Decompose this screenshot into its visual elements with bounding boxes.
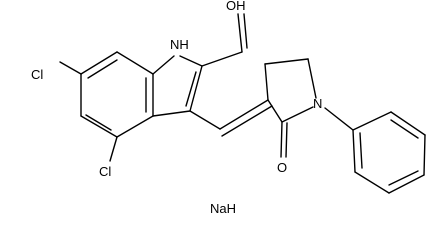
bond [267,99,283,123]
bond [281,106,314,123]
cl-6-label: Cl [31,67,43,82]
oh-label: OH [226,0,246,13]
bonds [59,13,426,194]
bond [87,59,118,79]
bond [237,13,243,53]
atom-labels: Cl Cl NH OH O N NaH [31,0,322,216]
counterion-label: NaH [210,201,236,216]
bond [59,61,82,75]
bond [388,170,419,186]
bond [80,51,118,75]
bond [307,58,317,99]
cl-4-label: Cl [99,164,111,179]
bond [352,129,356,173]
bond [264,58,309,65]
bond [264,63,269,101]
bond [116,51,154,75]
bond [354,171,390,194]
bond [152,55,175,75]
bond [352,111,392,131]
carbonyl-o-label: O [277,160,287,175]
bond [189,110,221,130]
bond [116,115,154,138]
bond [109,136,118,162]
bond [359,132,363,169]
bond [152,110,191,117]
bond [219,99,269,130]
bond [179,55,203,67]
bond [280,121,283,158]
bond [185,71,197,107]
bond [390,119,419,139]
bond [221,105,273,137]
bond [285,122,288,158]
bond [189,65,203,112]
bond [243,13,248,49]
bond [423,134,426,176]
bond [388,174,425,194]
bond [85,114,112,131]
bond [80,115,118,138]
nh-label: NH [170,37,189,52]
bond [324,107,354,131]
chemical-structure: Cl Cl NH OH O N NaH [31,0,426,216]
ring-n-label: N [313,96,322,111]
bond [201,51,243,67]
bond [390,111,426,136]
